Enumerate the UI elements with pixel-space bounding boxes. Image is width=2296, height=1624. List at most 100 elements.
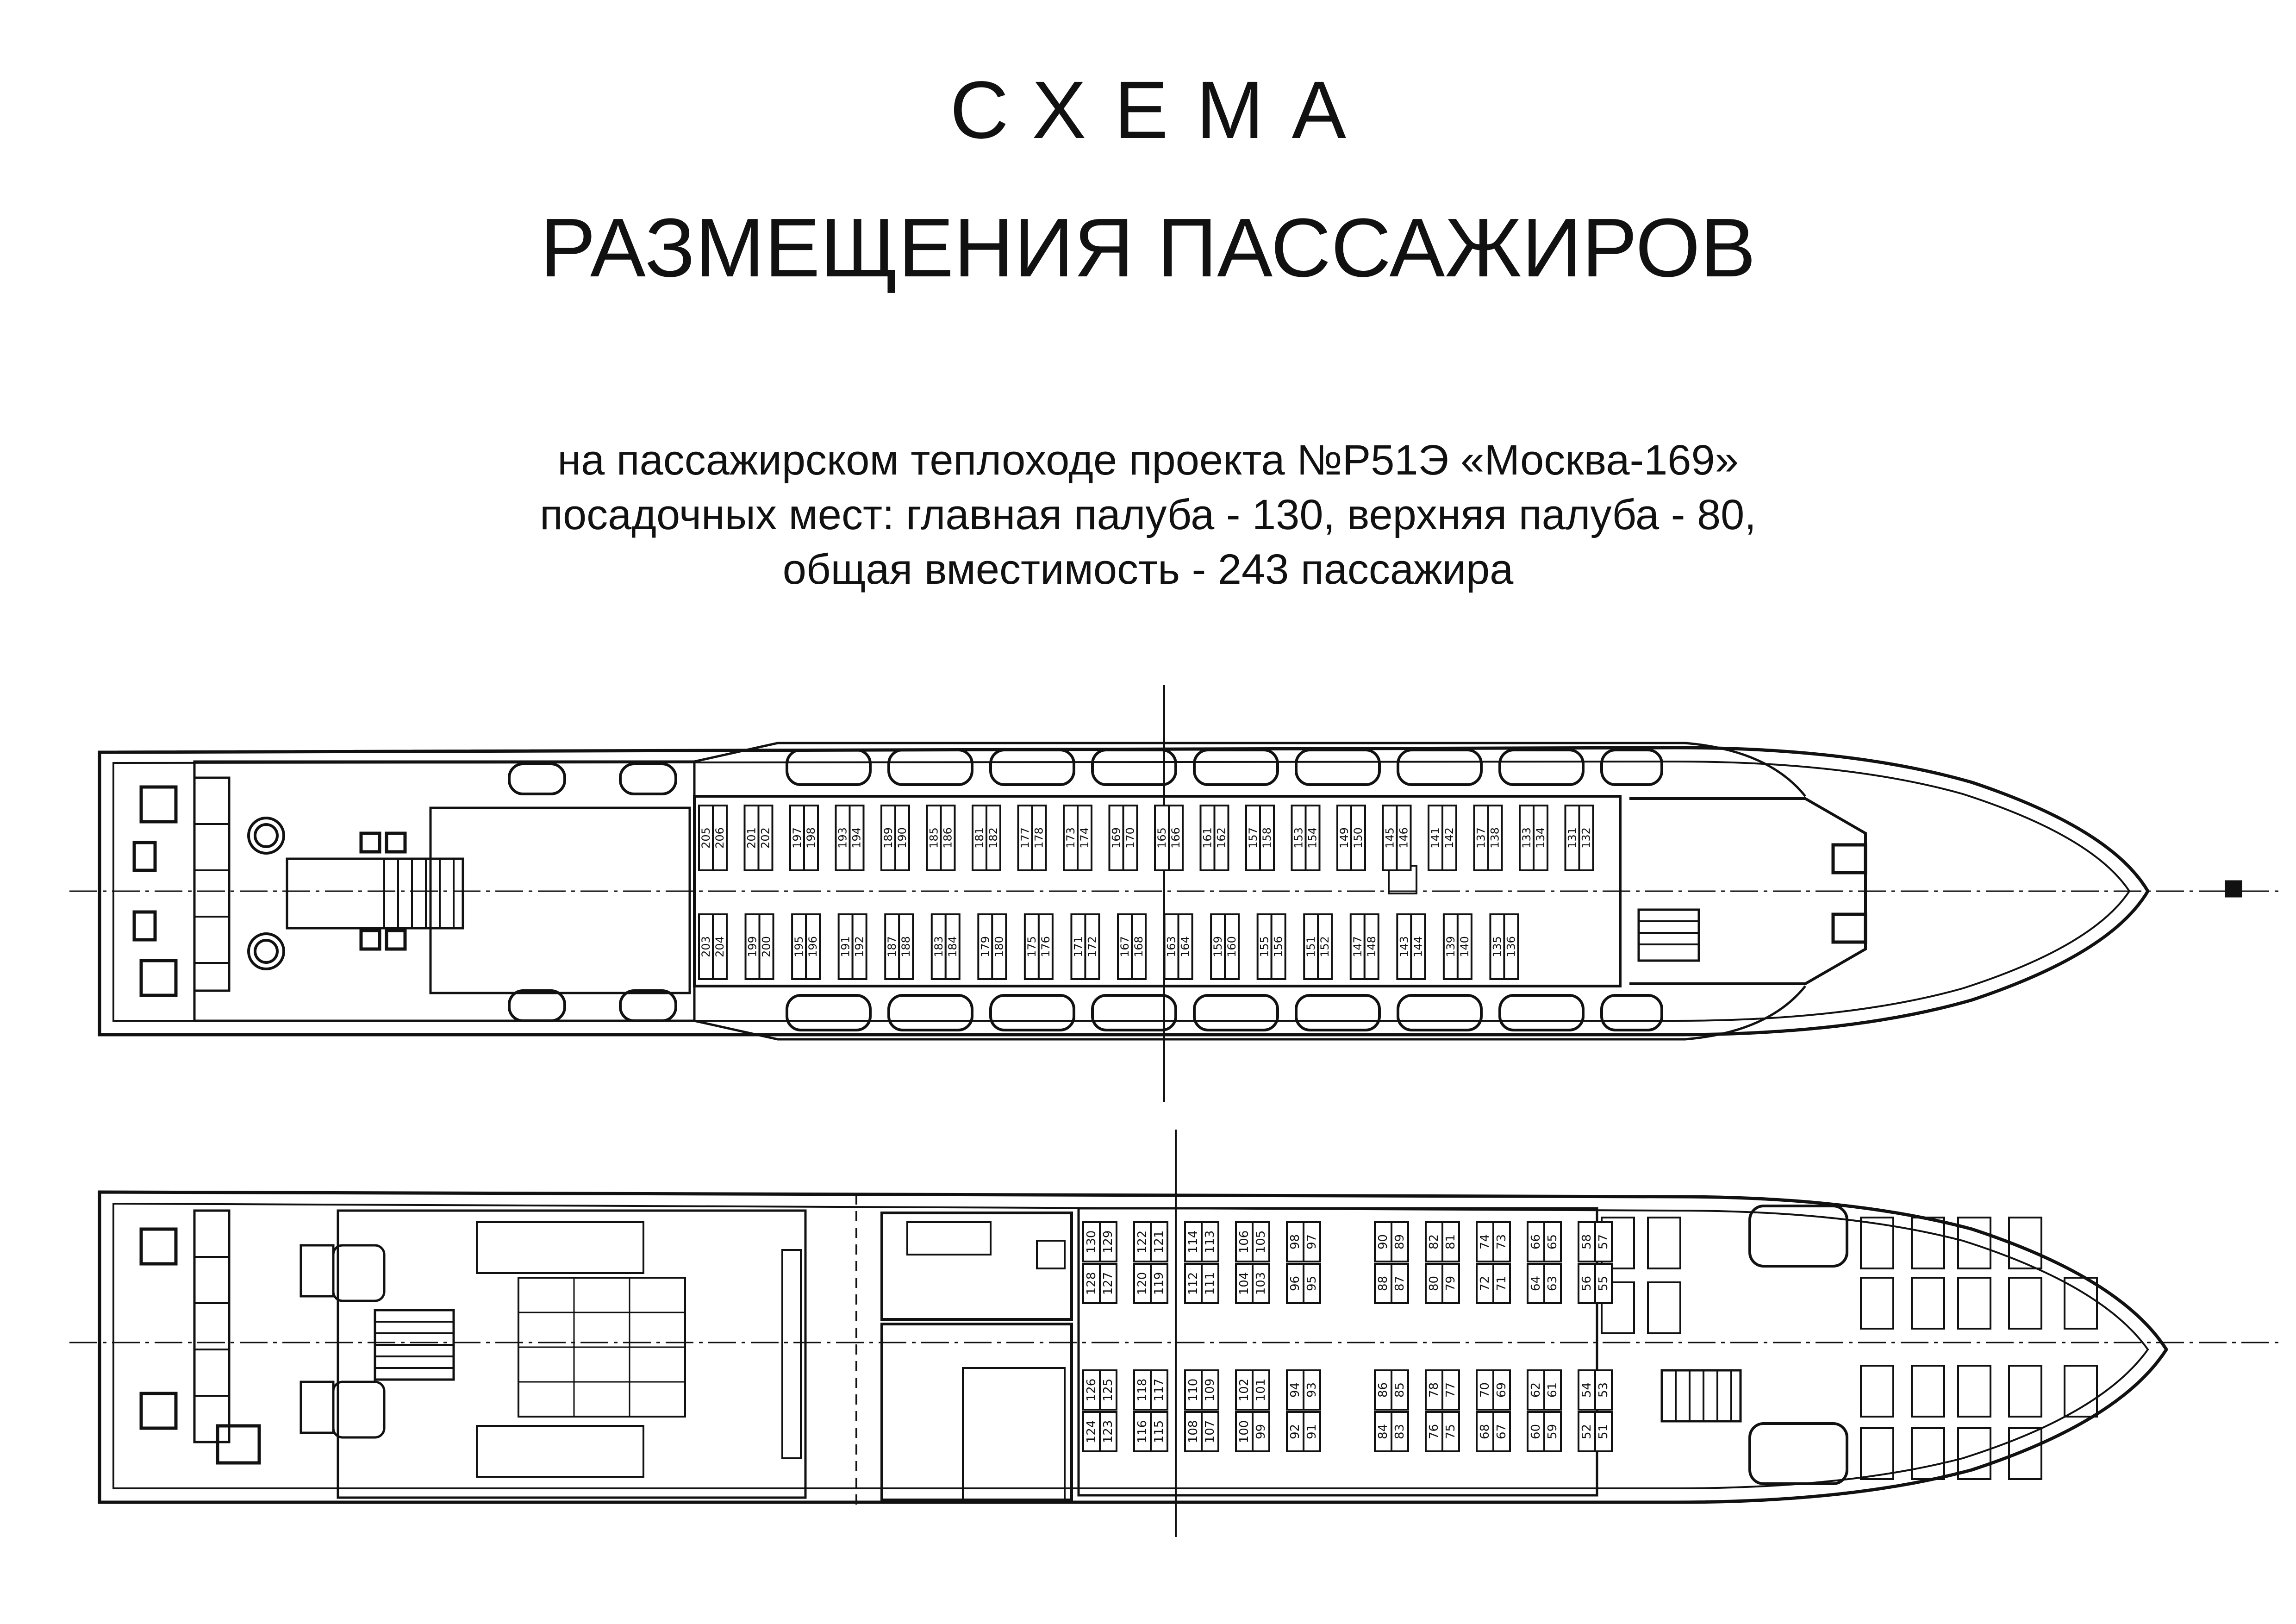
seat-number: 182 xyxy=(987,827,1000,849)
upper-deck-seat: 158 xyxy=(1259,805,1275,871)
main-deck-seat: 93 xyxy=(1303,1369,1321,1411)
main-deck-seat: 69 xyxy=(1492,1369,1511,1411)
seat-number: 91 xyxy=(1305,1424,1319,1439)
seat-number: 173 xyxy=(1064,827,1077,849)
seat-number: 66 xyxy=(1529,1234,1543,1249)
seat-number: 104 xyxy=(1237,1272,1251,1295)
seat-number: 83 xyxy=(1393,1424,1407,1439)
upper-deck-seat: 135 xyxy=(1489,913,1505,980)
main-deck-hull xyxy=(98,1190,2169,1504)
seat-number: 161 xyxy=(1201,827,1214,849)
main-deck-seat: 77 xyxy=(1441,1369,1460,1411)
main-deck-seat: 78 xyxy=(1425,1369,1443,1411)
seat-number: 179 xyxy=(979,936,992,957)
main-deck-seat: 92 xyxy=(1286,1411,1304,1452)
seat-number: 190 xyxy=(896,827,909,849)
main-deck-seat: 107 xyxy=(1201,1411,1219,1452)
upper-deck-seat: 204 xyxy=(712,913,728,980)
seat-number: 153 xyxy=(1292,827,1305,849)
main-deck-seat: 80 xyxy=(1425,1263,1443,1304)
main-deck-seat: 101 xyxy=(1252,1369,1270,1411)
seat-number: 133 xyxy=(1520,827,1533,849)
seat-number: 188 xyxy=(899,936,912,957)
main-deck-seat: 116 xyxy=(1133,1411,1152,1452)
seat-number: 155 xyxy=(1258,936,1271,957)
seat-number: 191 xyxy=(839,936,852,957)
upper-deck-seat: 161 xyxy=(1199,805,1216,871)
main-deck-seat: 68 xyxy=(1476,1411,1494,1452)
seat-number: 74 xyxy=(1478,1234,1492,1249)
seat-number: 87 xyxy=(1393,1276,1407,1291)
seat-number: 70 xyxy=(1478,1382,1492,1398)
seat-number: 98 xyxy=(1288,1234,1302,1249)
seat-number: 67 xyxy=(1495,1424,1509,1439)
upper-deck-seat: 142 xyxy=(1441,805,1457,871)
seat-number: 109 xyxy=(1203,1379,1217,1402)
upper-deck-seat: 173 xyxy=(1063,805,1079,871)
seat-number: 189 xyxy=(882,827,895,849)
seat-number: 144 xyxy=(1411,936,1424,957)
seat-number: 166 xyxy=(1169,827,1182,849)
main-deck-seat: 106 xyxy=(1235,1221,1254,1262)
seat-number: 169 xyxy=(1110,827,1123,849)
upper-deck-seat: 166 xyxy=(1168,805,1184,871)
lifebuoy-icon xyxy=(249,934,284,969)
seat-number: 69 xyxy=(1495,1382,1509,1398)
upper-deck-seat: 181 xyxy=(972,805,987,871)
upper-deck-seat: 147 xyxy=(1349,913,1366,980)
upper-deck-seat: 154 xyxy=(1304,805,1321,871)
upper-deck-seat: 155 xyxy=(1256,913,1273,980)
seat-number: 65 xyxy=(1546,1234,1560,1249)
main-deck-seat: 72 xyxy=(1476,1263,1494,1304)
main-deck-seat: 124 xyxy=(1082,1411,1101,1452)
seat-number: 184 xyxy=(946,936,959,957)
upper-deck-seat: 168 xyxy=(1131,913,1147,980)
upper-deck-seat: 171 xyxy=(1070,913,1086,980)
seat-number: 176 xyxy=(1039,936,1052,957)
seat-number: 97 xyxy=(1305,1234,1319,1249)
seat-number: 59 xyxy=(1546,1424,1560,1439)
seat-number: 75 xyxy=(1444,1424,1458,1439)
main-deck-seat: 60 xyxy=(1527,1411,1545,1452)
seat-number: 145 xyxy=(1384,827,1397,849)
seat-number: 125 xyxy=(1101,1379,1115,1402)
seat-number: 110 xyxy=(1186,1379,1200,1402)
main-deck-fwd-hatch-bottom xyxy=(1748,1422,1848,1485)
subtitle-line-2: посадочных мест: главная палуба - 130, в… xyxy=(540,491,1756,538)
seat-number: 103 xyxy=(1254,1272,1268,1295)
upper-deck-seat: 200 xyxy=(758,913,774,980)
seat-number: 146 xyxy=(1398,827,1410,849)
seat-number: 136 xyxy=(1504,936,1517,957)
seat-number: 137 xyxy=(1475,827,1488,849)
seat-number: 56 xyxy=(1580,1276,1594,1291)
seat-number: 158 xyxy=(1260,827,1273,849)
upper-deck-seat: 192 xyxy=(851,913,867,980)
seat-number: 205 xyxy=(699,827,712,849)
seat-number: 119 xyxy=(1152,1272,1166,1295)
main-deck-seat: 117 xyxy=(1150,1369,1168,1411)
seat-number: 60 xyxy=(1529,1424,1543,1439)
upper-deck-seat: 153 xyxy=(1291,805,1307,871)
seat-number: 58 xyxy=(1580,1234,1594,1249)
seat-number: 68 xyxy=(1478,1424,1492,1439)
main-deck-seat: 79 xyxy=(1441,1263,1460,1304)
seat-number: 186 xyxy=(942,827,955,849)
upper-deck-seat: 182 xyxy=(986,805,1001,871)
main-deck-seat: 100 xyxy=(1235,1411,1254,1452)
title-line-2: РАЗМЕЩЕНИЯ ПАССАЖИРОВ xyxy=(540,201,1756,294)
seat-number: 117 xyxy=(1152,1379,1166,1402)
seat-number: 134 xyxy=(1534,827,1547,849)
seat-number: 94 xyxy=(1288,1382,1302,1398)
seat-number: 105 xyxy=(1254,1230,1268,1254)
seat-number: 111 xyxy=(1203,1272,1217,1295)
main-deck-seat: 127 xyxy=(1099,1263,1117,1304)
main-deck-seat: 112 xyxy=(1184,1263,1203,1304)
seat-number: 132 xyxy=(1580,827,1593,849)
seat-number: 129 xyxy=(1101,1230,1115,1254)
seat-number: 115 xyxy=(1152,1420,1166,1443)
main-deck-seat: 123 xyxy=(1099,1411,1117,1452)
seat-number: 160 xyxy=(1225,936,1238,957)
upper-deck-seat: 187 xyxy=(884,913,900,980)
seat-number: 82 xyxy=(1427,1234,1441,1249)
upper-deck-seat: 178 xyxy=(1031,805,1047,871)
